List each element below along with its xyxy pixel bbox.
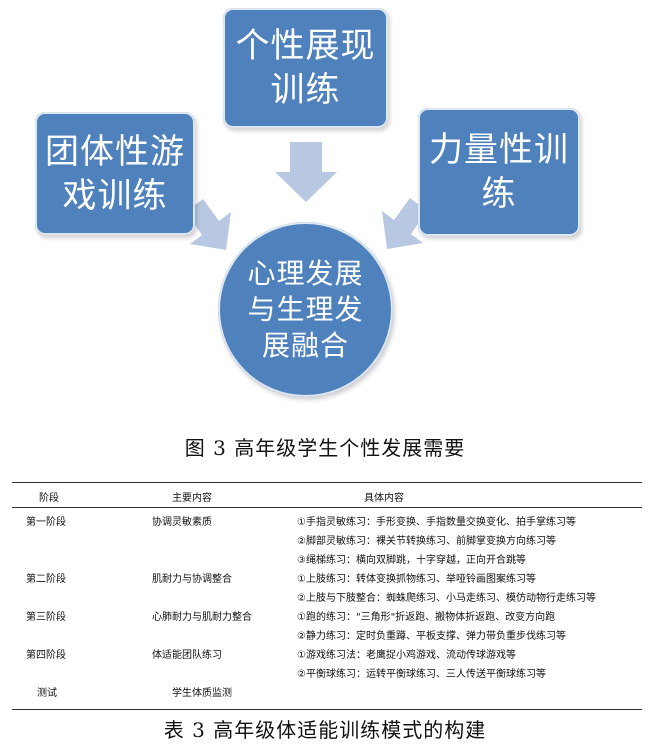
node-psych-physio-integration: 心理发展 与生理发 展融合 (218, 222, 393, 397)
table-caption: 表 3 高年级体适能训练模式的构建 (163, 718, 487, 742)
node-left-line-2: 戏训练 (62, 175, 168, 216)
table-row-detail: ②上肢与下肢整合：蜘蛛爬练习、小马走练习、模仿动物行走练习等 (297, 593, 596, 604)
header-stage: 阶段 (39, 493, 59, 504)
node-strength-training: 力量性训 练 (418, 108, 580, 236)
table-row-detail: ②平衡球练习：运转平衡球练习、三人传送平衡球练习等 (297, 669, 546, 680)
table-row-stage: 第一阶段 (26, 517, 66, 528)
node-right-line-2: 练 (481, 174, 517, 214)
table-row-stage: 第三阶段 (26, 612, 66, 623)
arrow-down (275, 142, 337, 202)
table-row-detail: ②静力练习：定时负重蹲、平板支撑、弹力带负重步伐练习等 (297, 631, 566, 642)
node-personality-training: 个性展现 训练 (223, 8, 388, 128)
table-row-detail: ①上肢练习：转体变换抓物练习、举哑铃画图案练习等 (297, 574, 536, 585)
node-left-line-1: 团体性游 (45, 131, 185, 172)
node-top-line-1: 个性展现 (235, 26, 376, 66)
table-row-detail: ①手指灵敏练习：手形变换、手指数量交换变化、拍手掌练习等 (297, 517, 576, 528)
node-center-line-3: 展融合 (261, 328, 349, 362)
table-row-stage: 测试 (37, 688, 57, 699)
table-row-detail: ①游戏练习法：老鹰捉小鸡游戏、流动传球游戏等 (297, 650, 516, 661)
table-row-stage: 第二阶段 (26, 574, 66, 585)
table-row-detail: ③绳梯练习：横向双脚跳，十字穿越，正向开合跳等 (297, 555, 526, 566)
node-top-line-2: 训练 (270, 70, 341, 110)
table-row-content: 心肺耐力与肌耐力整合 (152, 612, 252, 623)
training-mode-table: 阶段 主要内容 具体内容 第一阶段 协调灵敏素质 ①手指灵敏练习：手形变换、手指数量… (12, 482, 642, 710)
node-center-line-2: 与生理发 (247, 292, 364, 326)
header-detail: 具体内容 (364, 493, 404, 504)
table-row-detail: ②脚部灵敏练习：裸关节转换练习、前脚掌变换方向练习等 (297, 536, 556, 547)
header-divider (12, 507, 642, 508)
table-row-stage: 第四阶段 (26, 650, 66, 661)
table-row-content: 学生体质监测 (172, 688, 232, 699)
table-row-content: 体适能团队练习 (152, 650, 222, 661)
table-row-detail: ①跑的练习："三角形"折返跑、搬物体折返跑、改变方向跑 (297, 612, 556, 623)
node-right-line-1: 力量性训 (429, 130, 569, 170)
header-main-content: 主要内容 (172, 493, 212, 504)
table-row-content: 肌耐力与协调整合 (152, 574, 232, 585)
figure-caption: 图 3 高年级学生个性发展需要 (184, 436, 466, 460)
arrow-right-down (186, 199, 231, 250)
node-group-game-training: 团体性游 戏训练 (35, 112, 195, 235)
arrow-left-down (382, 198, 427, 249)
table-row-content: 协调灵敏素质 (152, 517, 212, 528)
diagram-arrows (186, 142, 427, 250)
node-center-line-1: 心理发展 (247, 256, 364, 290)
